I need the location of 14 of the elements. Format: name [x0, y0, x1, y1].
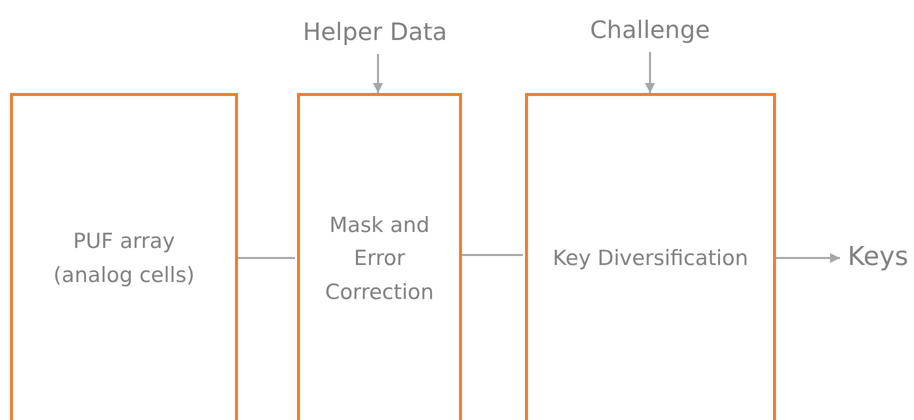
- process-box: [297, 93, 462, 420]
- connector-line: [238, 257, 295, 259]
- arrow: [645, 52, 655, 93]
- box-label: Mask and Error Correction: [324, 212, 435, 306]
- process-box: [10, 93, 238, 420]
- input-label: Challenge: [590, 14, 710, 46]
- arrow: [776, 253, 840, 263]
- input-label: Helper Data: [302, 16, 448, 48]
- connector-line: [462, 254, 523, 256]
- box-label: Key Diversification: [552, 245, 748, 272]
- process-box: [525, 93, 776, 420]
- output-label: Keys: [848, 241, 908, 274]
- arrow: [373, 54, 383, 93]
- box-label: PUF array (analog cells): [52, 228, 196, 289]
